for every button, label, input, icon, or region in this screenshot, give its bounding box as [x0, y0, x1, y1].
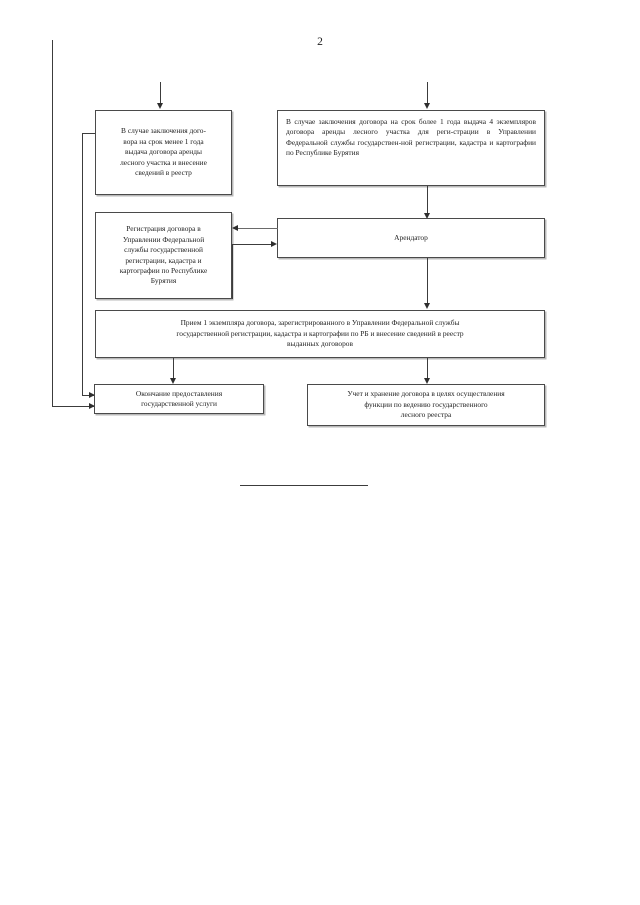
connector-into-short-term: [160, 82, 161, 105]
box-storage-accounting-text: Учет и хранение договора в целях осущест…: [347, 389, 505, 420]
page-number: 2: [317, 36, 323, 48]
connector-inner-left-top-horizontal: [82, 133, 95, 134]
box-storage-accounting: Учет и хранение договора в целях осущест…: [307, 384, 545, 426]
connector-long-term-to-tenant: [427, 186, 428, 215]
box-tenant-text: Арендатор: [394, 232, 428, 242]
arrowhead-into-short-term: [156, 103, 163, 109]
box-receipt-copy: Прием 1 экземпляра договора, зарегистрир…: [95, 310, 545, 358]
connector-tenant-to-receipt: [427, 258, 428, 305]
arrowhead-into-registration: [232, 224, 238, 231]
box-receipt-copy-text: Прием 1 экземпляра договора, зарегистрир…: [176, 318, 464, 349]
connector-registration-to-tenant: [232, 244, 272, 245]
box-long-term-contract-text: В случае заключения договора на срок бол…: [286, 117, 536, 158]
box-long-term-contract: В случае заключения договора на срок бол…: [277, 110, 545, 186]
box-registration-text: Регистрация договора в Управлении Федера…: [119, 224, 208, 286]
arrowhead-into-receipt: [423, 303, 430, 309]
box-registration: Регистрация договора в Управлении Федера…: [95, 212, 232, 299]
arrowhead-into-service-end-upper: [89, 391, 95, 398]
connector-registration-side-vertical: [232, 244, 233, 299]
connector-outer-left-horizontal: [52, 406, 94, 407]
footnote-separator: [240, 485, 368, 486]
box-short-term-contract-text: В случае заключения дого- вора на срок м…: [120, 126, 207, 178]
connector-receipt-to-service-end: [173, 358, 174, 380]
connector-outer-left-vertical: [52, 40, 53, 406]
arrowhead-into-storage: [423, 378, 430, 384]
connector-inner-left-horizontal: [82, 395, 94, 396]
connector-tenant-to-registration: [238, 228, 278, 229]
arrowhead-into-service-end-lower: [89, 402, 95, 409]
connector-inner-left-vertical: [82, 133, 83, 395]
box-short-term-contract: В случае заключения дого- вора на срок м…: [95, 110, 232, 195]
arrowhead-into-long-term: [423, 103, 430, 109]
connector-receipt-to-storage: [427, 358, 428, 380]
connector-into-long-term: [427, 82, 428, 105]
box-service-end-text: Окончание предоставления государственной…: [135, 388, 223, 408]
arrowhead-into-tenant-left: [271, 240, 277, 247]
box-service-end: Окончание предоставления государственной…: [94, 384, 264, 414]
arrowhead-into-service-end-top: [169, 378, 176, 384]
arrowhead-into-tenant: [423, 213, 430, 219]
box-tenant: Арендатор: [277, 218, 545, 258]
